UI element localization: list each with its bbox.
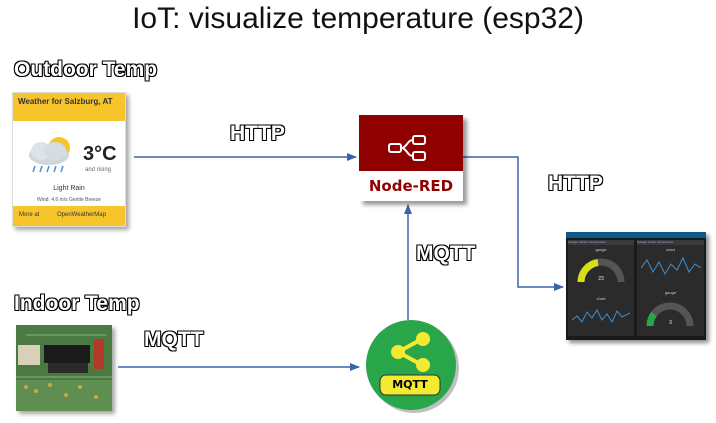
weather-provider: OpenWeatherMap <box>57 212 106 218</box>
dashboard-gauge-value-1: 23 <box>598 276 604 282</box>
weather-trend: and rising <box>85 167 112 173</box>
http-label-right: HTTP <box>548 172 603 195</box>
rain-cloud-icon <box>29 137 70 173</box>
dashboard-panel-outdoor: Garage outdoor temperature gauge 23 char… <box>568 240 634 336</box>
dashboard-gauge-label-1: gauge <box>595 247 607 252</box>
http-label-top: HTTP <box>230 122 285 145</box>
nodered-flow-icon <box>388 135 426 161</box>
mqtt-circle <box>366 320 456 410</box>
dashboard-gauge-label-2: gauge <box>664 290 677 295</box>
mqtt-logo <box>366 320 459 413</box>
nodered-name-band <box>359 171 463 201</box>
dashboard-preview: Garage outdoor temperature gauge 23 char… <box>566 232 706 340</box>
weather-wind: Wind: 4.6 m/s Gentle Breeze <box>37 197 101 203</box>
dashboard-tab-outdoor: Garage outdoor temperature <box>568 240 634 245</box>
nodered-logo: Node-RED <box>359 115 463 201</box>
dashboard-chart-label-2: chart <box>666 247 675 252</box>
dashboard-chart-label-1: chart <box>596 296 606 301</box>
nodered-name: Node-RED <box>368 177 454 195</box>
weather-more-at: More at <box>19 212 40 218</box>
diagram-title: IoT: visualize temperature (esp32) <box>132 2 584 35</box>
share-icon <box>391 332 430 372</box>
weather-card-location: Weather for Salzburg, AT <box>18 97 113 106</box>
dashboard-panel-indoor: Garage indoor temperature chart gauge 3 <box>637 240 704 336</box>
outdoor-temp-label: Outdoor Temp <box>14 58 158 81</box>
indoor-temp-label: Indoor Temp <box>14 292 140 315</box>
line-chart-icon-outdoor <box>572 308 630 324</box>
weather-condition: Light Rain <box>53 185 85 192</box>
esp32-board-photo <box>16 325 112 411</box>
weather-card-footer: More at OpenWeatherMap <box>13 206 125 226</box>
weather-temperature: 3°C <box>83 143 117 165</box>
gauge-icon-indoor <box>646 302 694 327</box>
circuit-board-icon <box>16 325 112 411</box>
dashboard-tab-indoor: Garage indoor temperature <box>637 240 704 245</box>
mqtt-label-bottom: MQTT <box>144 328 204 351</box>
dashboard-topbar <box>566 232 706 238</box>
gauge-icon-outdoor <box>577 258 625 283</box>
mqtt-logo-text: MQTT <box>392 378 428 391</box>
mqtt-label-vertical: MQTT <box>416 242 476 265</box>
weather-card: Weather for Salzburg, AT 3°C and rising … <box>12 92 126 227</box>
weather-card-header: Weather for Salzburg, AT <box>13 93 125 121</box>
line-chart-icon-indoor <box>641 256 701 276</box>
dashboard-gauge-value-2: 3 <box>669 320 672 326</box>
arrow-nodered-to-dashboard <box>463 156 564 291</box>
